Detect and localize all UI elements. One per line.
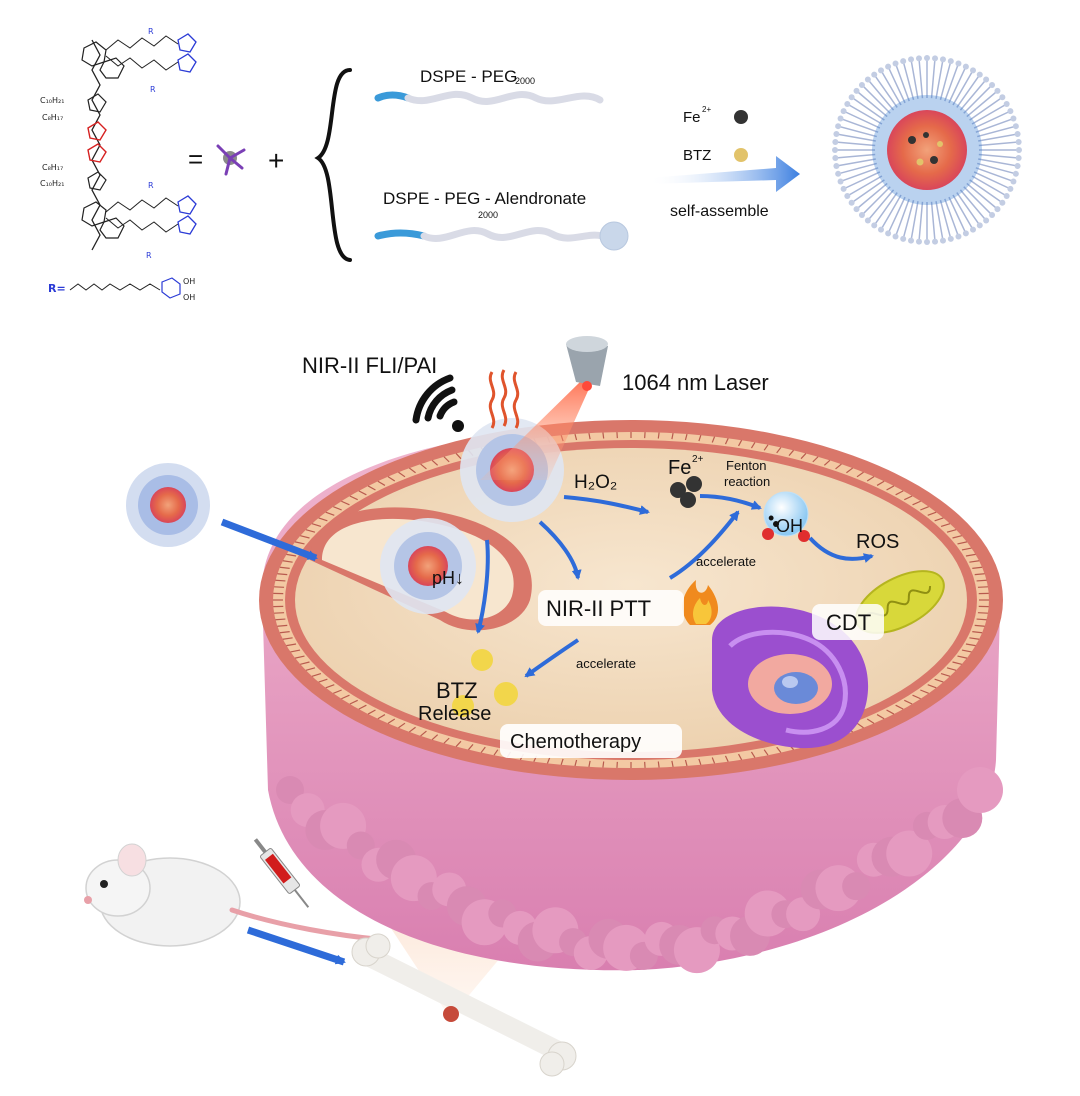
arrow-fe-to-oh bbox=[699, 494, 762, 510]
incoming-nanoparticle bbox=[126, 463, 210, 547]
endoplasmic-reticulum bbox=[712, 606, 869, 749]
hydroxyl-radical-bubble bbox=[762, 491, 810, 542]
arrow-h2o2-to-fe bbox=[563, 495, 650, 515]
release-label: Release bbox=[418, 703, 491, 725]
ptt-label: NIR-II PTT bbox=[546, 596, 651, 621]
syringe-icon bbox=[253, 838, 310, 908]
dspe-peg-alendronate-lipid bbox=[374, 221, 629, 251]
oh-label-1: OH bbox=[183, 277, 195, 286]
chemo-label-bg bbox=[500, 724, 682, 758]
laser-beam bbox=[480, 382, 592, 480]
mechanism-arrows bbox=[475, 494, 874, 678]
ph-label: pH↓ bbox=[432, 568, 464, 588]
laser-label: 1064 nm Laser bbox=[622, 370, 769, 395]
equals-sign: = bbox=[188, 144, 203, 174]
fe-charge: 2+ bbox=[692, 454, 704, 465]
reaction-label: reaction bbox=[724, 474, 770, 489]
btz-molecules bbox=[452, 649, 518, 717]
self-assemble-label: self-assemble bbox=[670, 203, 769, 220]
fe-legend-label: Fe bbox=[683, 109, 701, 126]
heat-waves-icon bbox=[488, 369, 520, 429]
laser-nozzle-icon bbox=[566, 336, 608, 391]
polymer-molecule-icon bbox=[216, 144, 246, 176]
accelerate-label-2: accelerate bbox=[576, 656, 636, 671]
mouse-to-bone-arrow bbox=[246, 926, 346, 966]
triazole-r-2: R bbox=[150, 85, 156, 94]
triazole-r-3: R bbox=[148, 181, 154, 190]
chemotherapy-label: Chemotherapy bbox=[510, 731, 641, 753]
bone-icon bbox=[351, 933, 577, 1077]
fe-legend-charge: 2+ bbox=[702, 105, 711, 114]
dspe-peg-alendronate-subscript: 2000 bbox=[478, 210, 498, 220]
btz-legend-label: BTZ bbox=[683, 147, 711, 164]
cell-body bbox=[259, 420, 1003, 974]
wifi-icon bbox=[412, 374, 464, 432]
btz-legend-dot bbox=[734, 148, 748, 162]
dspe-peg-subscript: 2000 bbox=[515, 76, 535, 86]
h2o2-label: H₂O₂ bbox=[574, 472, 617, 493]
chemical-structure: C₁₀H₂₁ C₈H₁₇ C₈H₁₇ C₁₀H₂₁ R R R R R= OH … bbox=[40, 27, 197, 302]
ros-label: ROS bbox=[856, 531, 899, 553]
sub-c10h21-b: C₁₀H₂₁ bbox=[40, 179, 64, 188]
fe-ions bbox=[670, 476, 702, 508]
btz-label: BTZ bbox=[436, 678, 478, 703]
fe-legend-dot bbox=[734, 110, 748, 124]
ptt-label-bg bbox=[538, 590, 684, 626]
r-definition-label: R= bbox=[48, 282, 66, 295]
arrow-ptt-accelerate-fenton bbox=[668, 510, 740, 580]
assembled-nanoparticle bbox=[832, 55, 1022, 245]
dspe-peg-alendronate-label: DSPE - PEG - Alendronate bbox=[383, 189, 586, 208]
arrow-ptt-to-btz bbox=[524, 638, 580, 678]
brace bbox=[314, 68, 352, 262]
oh-radical-dot: • bbox=[768, 508, 774, 528]
sub-c8h17-b: C₈H₁₇ bbox=[42, 163, 63, 172]
arrow-ph-release bbox=[475, 539, 490, 634]
plus-sign: + bbox=[268, 145, 284, 176]
triazole-r-4: R bbox=[146, 251, 152, 260]
cdt-label: CDT bbox=[826, 610, 871, 635]
triazole-r-1: R bbox=[148, 27, 154, 36]
oh-label: OH bbox=[776, 516, 803, 536]
fenton-label: Fenton bbox=[726, 458, 766, 473]
sub-c10h21-a: C₁₀H₂₁ bbox=[40, 96, 64, 105]
arrow-particle-to-ptt bbox=[538, 520, 582, 580]
mouse-icon bbox=[84, 843, 389, 947]
entry-arrow bbox=[220, 518, 318, 562]
endocytosed-nanoparticle bbox=[380, 518, 476, 614]
flame-icon bbox=[682, 580, 719, 625]
cdt-label-bg bbox=[812, 604, 884, 640]
oh-label-2: OH bbox=[183, 293, 195, 302]
nir-imaging-label: NIR-II FLI/PAI bbox=[302, 353, 437, 378]
self-assemble-arrow bbox=[648, 156, 800, 192]
dspe-peg-lipid bbox=[374, 90, 604, 105]
dspe-peg-label: DSPE - PEG bbox=[420, 67, 517, 86]
arrow-oh-to-ros bbox=[808, 536, 874, 563]
sub-c8h17-a: C₈H₁₇ bbox=[42, 113, 63, 122]
fe-label: Fe bbox=[668, 457, 691, 479]
accelerate-label-1: accelerate bbox=[696, 554, 756, 569]
